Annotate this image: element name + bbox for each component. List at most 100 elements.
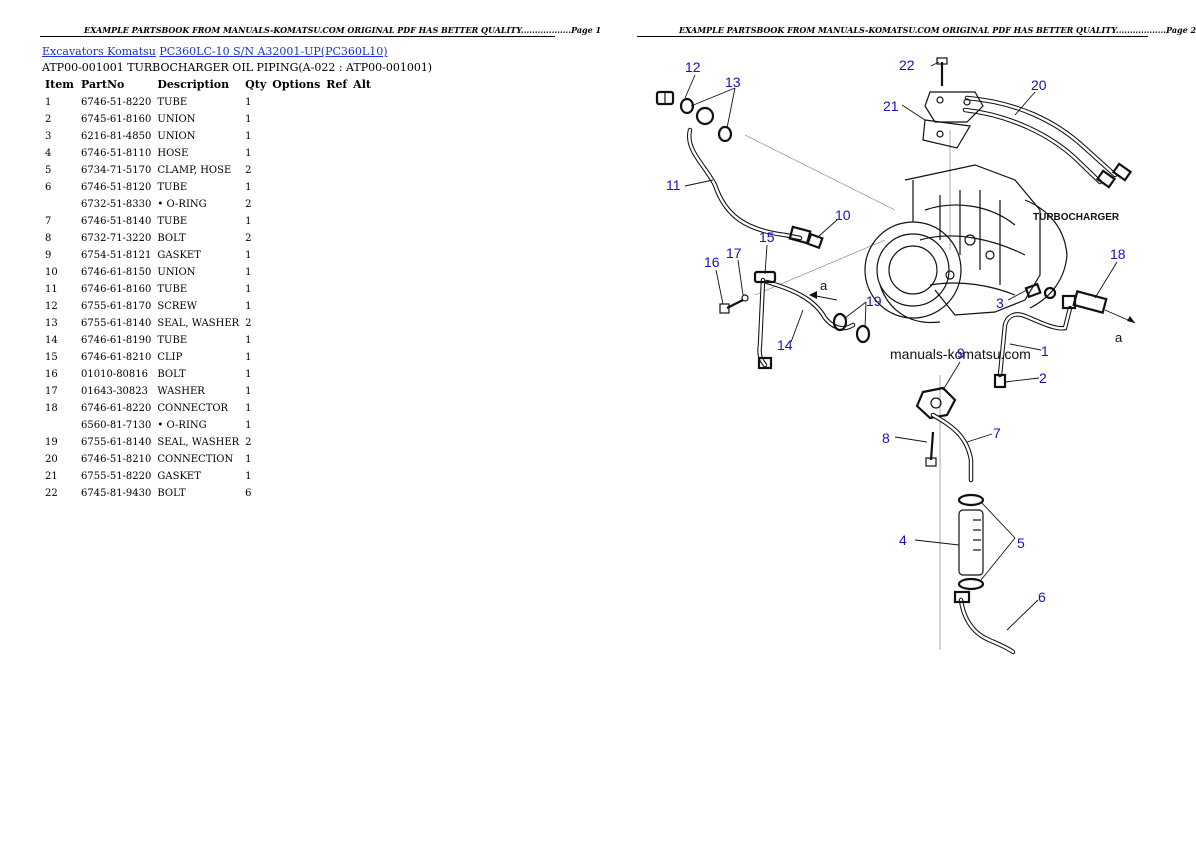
cell-partno: 6732-51-8330	[81, 199, 152, 210]
header-rule	[40, 36, 555, 37]
callout-17: 17	[726, 245, 742, 261]
cell-description: HOSE	[157, 148, 189, 159]
column-header-options: Options	[272, 78, 321, 91]
cell-qty: 1	[245, 369, 252, 380]
cell-qty: 1	[245, 182, 252, 193]
cell-partno: 01643-30823	[81, 386, 149, 397]
cell-description: CLAMP, HOSE	[157, 165, 232, 176]
cell-item: 5	[45, 165, 52, 176]
cell-item: 2	[45, 114, 52, 125]
part-4-hose	[958, 509, 984, 576]
cell-description: GASKET	[157, 250, 201, 261]
callout-18: 18	[1110, 246, 1126, 262]
part-10-union	[806, 232, 824, 250]
column-header-qty: Qty	[245, 78, 267, 91]
column-header-ref: Ref	[326, 78, 348, 91]
cell-item: 4	[45, 148, 52, 159]
turbocharger-label: TURBOCHARGER	[1033, 212, 1120, 223]
cell-qty: 1	[245, 471, 252, 482]
callout-20: 20	[1031, 77, 1047, 93]
part-8-bolt	[925, 431, 937, 467]
part-14-tube	[757, 277, 856, 370]
cell-partno: 6746-51-8110	[81, 148, 152, 159]
cell-qty: 1	[245, 267, 252, 278]
cell-partno: 6746-51-8210	[81, 454, 152, 465]
flow-arrow-a-right: a	[1115, 330, 1123, 345]
part-19-seal-washers	[832, 312, 871, 344]
callout-9: 9	[957, 345, 965, 361]
page-header: EXAMPLE PARTSBOOK FROM MANUALS-KOMATSU.C…	[679, 25, 1196, 35]
cell-description: UNION	[157, 131, 196, 142]
watermark-text: manuals-komatsu.com	[890, 346, 1031, 362]
diagram-page: EXAMPLE PARTSBOOK FROM MANUALS-KOMATSU.C…	[595, 0, 1196, 842]
cell-qty: 1	[245, 250, 252, 261]
cell-qty: 1	[245, 114, 252, 125]
callout-10: 10	[835, 207, 851, 223]
parts-list-page: EXAMPLE PARTSBOOK FROM MANUALS-KOMATSU.C…	[0, 0, 601, 842]
callout-21: 21	[883, 98, 899, 114]
cell-description: SEAL, WASHER	[157, 437, 240, 448]
callout-16: 16	[704, 254, 720, 270]
callout-leader-lines	[684, 61, 1118, 631]
section-title: ATP00-001001 TURBOCHARGER OIL PIPING(A-0…	[42, 61, 433, 74]
callout-5: 5	[1017, 535, 1025, 551]
cell-description: TUBE	[157, 216, 188, 227]
cell-qty: 1	[245, 284, 252, 295]
cell-partno: 6746-61-8190	[81, 335, 152, 346]
cell-description: CONNECTOR	[157, 403, 229, 414]
cell-partno: 6755-61-8170	[81, 301, 152, 312]
breadcrumb-link-model[interactable]: PC360LC-10 S/N A32001-UP(PC360L10)	[159, 45, 388, 58]
cell-partno: 6754-51-8121	[81, 250, 152, 261]
cell-description: BOLT	[157, 488, 186, 499]
cell-item	[42, 417, 78, 434]
cell-partno: 01010-80816	[81, 369, 149, 380]
cell-partno: 6734-71-5170	[81, 165, 152, 176]
callout-19: 19	[866, 293, 882, 309]
cell-item: 19	[45, 437, 58, 448]
column-header-alt: Alt	[353, 78, 371, 91]
cell-description: TUBE	[157, 335, 188, 346]
callout-13: 13	[725, 74, 741, 90]
callout-15: 15	[759, 229, 775, 245]
parts-table: Item PartNo Description Qty Options Ref …	[42, 76, 376, 502]
part-7-tube	[930, 412, 974, 483]
cell-item: 11	[45, 284, 58, 295]
cell-description: TUBE	[157, 97, 188, 108]
breadcrumb-link-excavators[interactable]: Excavators Komatsu	[42, 45, 156, 58]
part-2-union	[993, 373, 1007, 389]
callout-7: 7	[993, 425, 1001, 441]
part-20-oil-lines	[962, 95, 1133, 189]
cell-description: • O-RING	[157, 199, 207, 210]
cell-partno: 6732-71-3220	[81, 233, 152, 244]
arrow-label-a: a	[820, 278, 828, 293]
cell-description: WASHER	[157, 386, 205, 397]
cell-item: 20	[45, 454, 58, 465]
turbocharger-body	[864, 164, 1068, 324]
cell-item: 8	[45, 233, 52, 244]
part-16-bolt	[719, 299, 744, 314]
part-9-gasket	[915, 386, 957, 420]
breadcrumb: Excavators Komatsu PC360LC-10 S/N A32001…	[42, 45, 388, 58]
table-row: 4 6746-51-8110 HOSE 1	[42, 145, 376, 162]
cell-qty: 1	[245, 335, 252, 346]
cell-qty: 1	[245, 148, 252, 159]
cell-item	[42, 196, 78, 213]
cell-description: GASKET	[157, 471, 201, 482]
